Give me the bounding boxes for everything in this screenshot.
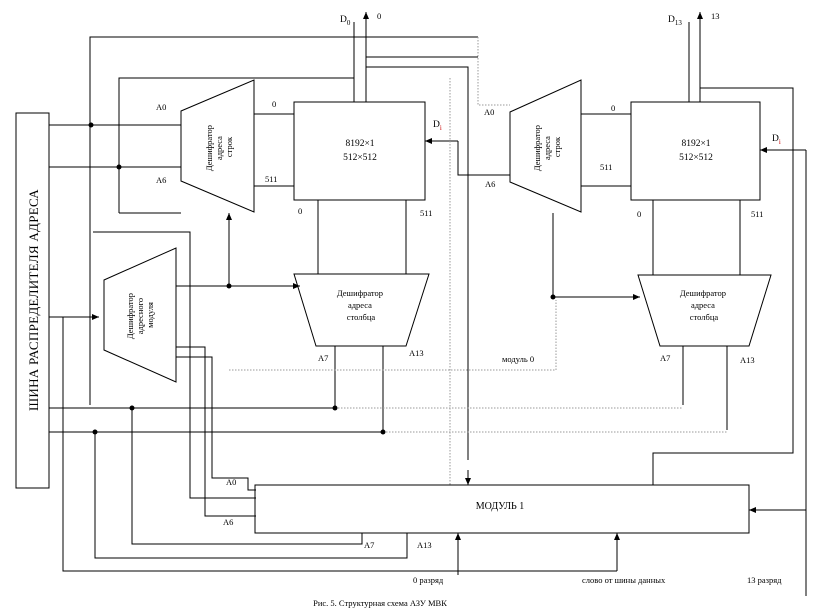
a7-module1: A7 bbox=[364, 540, 374, 550]
module-address-decoder bbox=[103, 247, 177, 383]
junction-dots bbox=[88, 122, 556, 435]
row-decoder-label-left: Дешифратор адреса строк bbox=[204, 123, 234, 171]
d13-label: D13 bbox=[668, 15, 682, 27]
memory-size-left: 8192×1 bbox=[345, 139, 374, 149]
module0-label: модуль 0 bbox=[502, 354, 534, 364]
address-bus bbox=[15, 112, 50, 489]
word-bus-label: слово от шины данных bbox=[582, 575, 666, 585]
column-decoder-label-right: Дешифратор адреса столбца bbox=[680, 288, 728, 322]
top-0-label: 0 bbox=[377, 11, 381, 21]
top-13-label: 13 bbox=[711, 11, 720, 21]
dotted-lines bbox=[229, 37, 727, 485]
a7-right-col: A7 bbox=[660, 353, 670, 363]
a6-module1: A6 bbox=[223, 517, 233, 527]
row0-right: 0 bbox=[611, 103, 615, 113]
row-decoder-label-right: Дешифратор адреса строк bbox=[532, 123, 562, 171]
row511-left: 511 bbox=[265, 174, 277, 184]
a7-left-col: A7 bbox=[318, 353, 328, 363]
a0-right: A0 bbox=[484, 107, 494, 117]
module-decoder-label: Дешифратор адресного модуля bbox=[125, 291, 155, 339]
col0-left: 0 bbox=[298, 206, 302, 216]
column-decoder-label-left: Дешифратор адреса столбца bbox=[337, 288, 385, 322]
a0-module1: A0 bbox=[226, 477, 236, 487]
row0-left: 0 bbox=[272, 99, 276, 109]
bit0-label: 0 разряд bbox=[413, 575, 444, 585]
column-decoder-module1 bbox=[637, 274, 772, 347]
memory-size-right: 8192×1 bbox=[681, 139, 710, 149]
a0-left: A0 bbox=[156, 102, 166, 112]
module1-box bbox=[254, 484, 750, 534]
figure-caption: Рис. 5. Структурная схема АЗУ МВК bbox=[313, 598, 447, 608]
row-decoder-module0 bbox=[180, 79, 255, 213]
memory-array-module1 bbox=[630, 101, 761, 201]
d0-label: D0 bbox=[340, 15, 351, 27]
memory-array-module0 bbox=[293, 101, 426, 201]
col511-right: 511 bbox=[751, 209, 763, 219]
a13-left-col: A13 bbox=[409, 348, 424, 358]
address-bus-label: ШИНА РАСПРЕДЕЛИТЕЛЯ АДРЕСА bbox=[26, 189, 41, 411]
a6-left: A6 bbox=[156, 175, 166, 185]
memory-org-left: 512×512 bbox=[343, 153, 377, 163]
a13-right-col: A13 bbox=[740, 355, 755, 365]
column-decoder-module0 bbox=[293, 273, 430, 347]
a6-right: A6 bbox=[485, 179, 495, 189]
row511-right: 511 bbox=[600, 162, 612, 172]
bit13-label: 13 разряд bbox=[747, 575, 782, 585]
di-left-label: Di bbox=[433, 120, 442, 132]
di-right-label: Di bbox=[772, 134, 781, 146]
module1-label: МОДУЛЬ 1 bbox=[476, 501, 525, 512]
row-decoder-module1 bbox=[509, 79, 582, 213]
memory-org-right: 512×512 bbox=[679, 153, 713, 163]
a13-module1: A13 bbox=[417, 540, 432, 550]
col511-left: 511 bbox=[420, 208, 432, 218]
col0-right: 0 bbox=[637, 209, 641, 219]
